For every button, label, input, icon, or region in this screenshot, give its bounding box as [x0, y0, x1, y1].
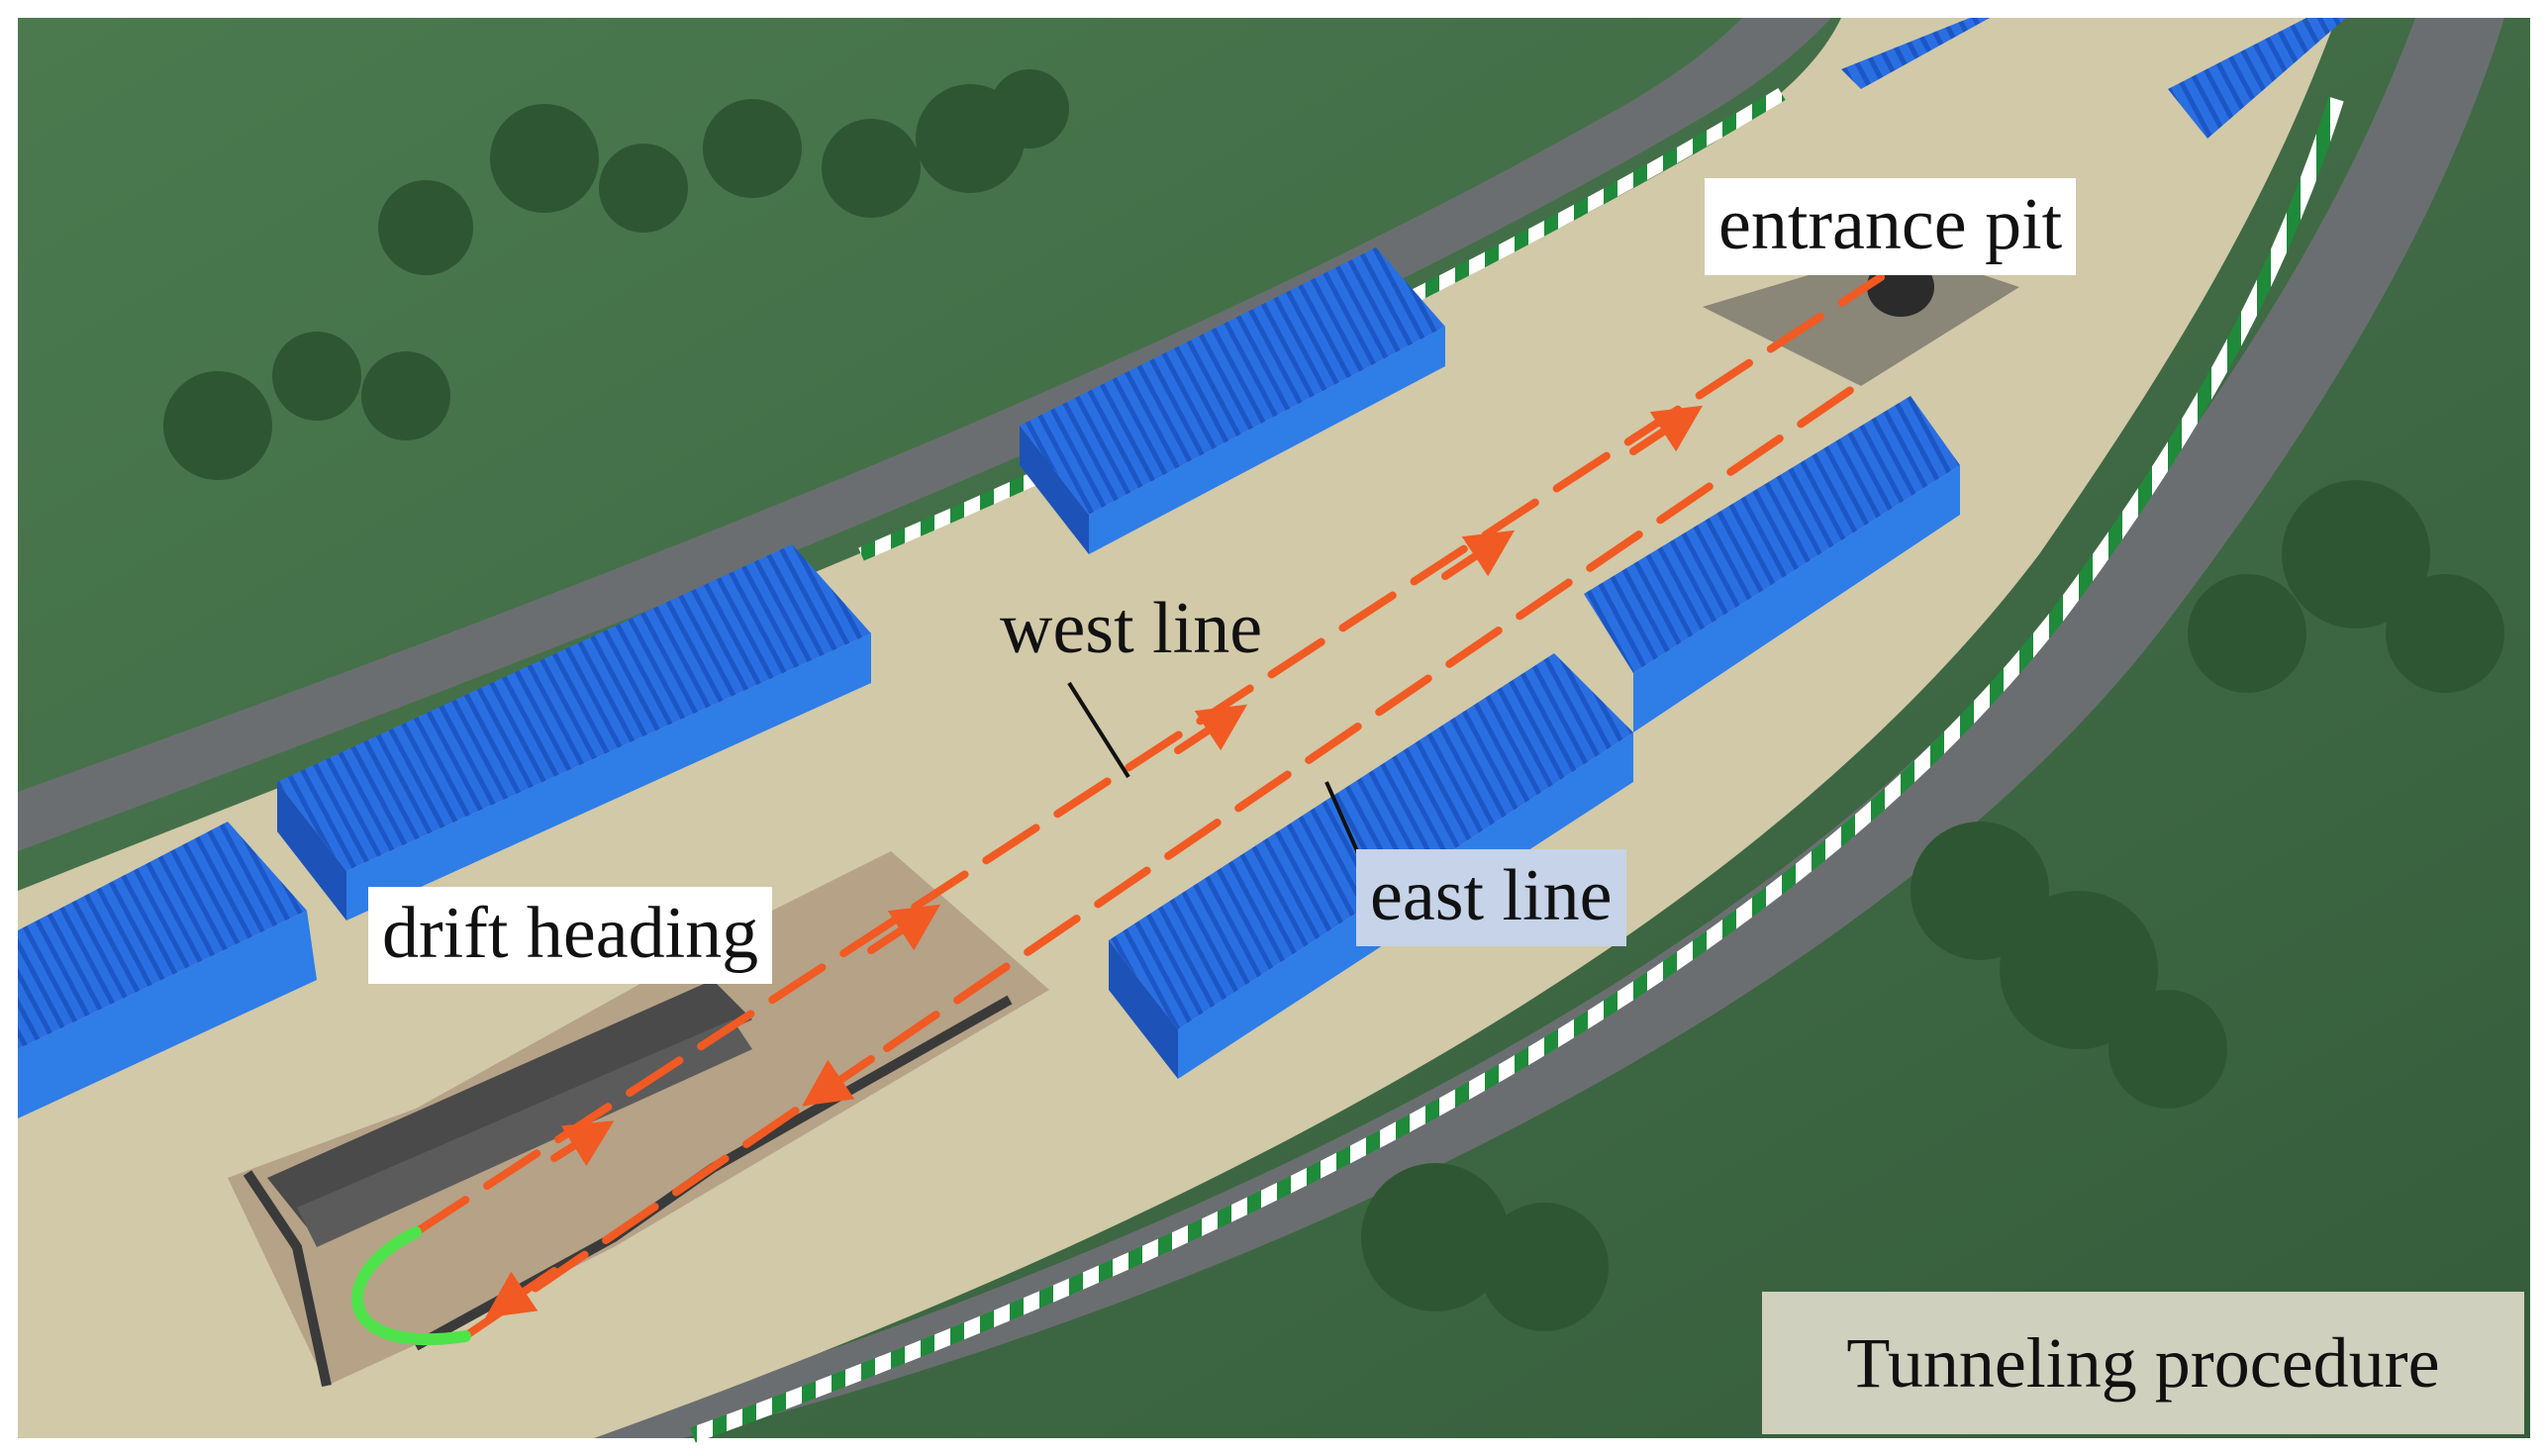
- tunneling-route: [351, 273, 1885, 1346]
- route-arrow: [867, 904, 941, 954]
- route-arrow: [1174, 704, 1248, 754]
- route-arrow: [1441, 530, 1516, 580]
- entrance-pit-label: entrance pit: [1705, 178, 2077, 275]
- shed-top-center: [1020, 247, 1445, 554]
- trench-edge: [243, 1170, 332, 1388]
- fence-bottom: [690, 96, 2344, 1443]
- drift-turnaround: [351, 1226, 471, 1346]
- road-inner: [18, 18, 1831, 851]
- east-line-label: east line: [1356, 849, 1626, 946]
- shed-right-far: [1584, 396, 1960, 732]
- west-line-leader: [1067, 681, 1130, 779]
- entrance-pit: [1703, 247, 2019, 386]
- west-line-label: west line: [1000, 588, 1263, 669]
- drift-heading-label: drift heading: [368, 887, 773, 984]
- shed-top-right: [1841, 18, 2346, 139]
- shed-left-edge: [18, 822, 317, 1118]
- route-arrow: [1629, 405, 1704, 455]
- east-line-route: [461, 372, 1875, 1340]
- route-arrow: [802, 1055, 875, 1107]
- trees: [163, 69, 2504, 1331]
- route-arrow: [485, 1267, 558, 1318]
- route-arrow: [550, 1120, 615, 1167]
- segment-stack: [267, 980, 752, 1247]
- shed-left-long: [277, 544, 871, 921]
- caption-label: Tunneling procedure: [1762, 1292, 2524, 1434]
- west-line-route: [412, 273, 1885, 1236]
- excavation-trench: [228, 851, 1049, 1386]
